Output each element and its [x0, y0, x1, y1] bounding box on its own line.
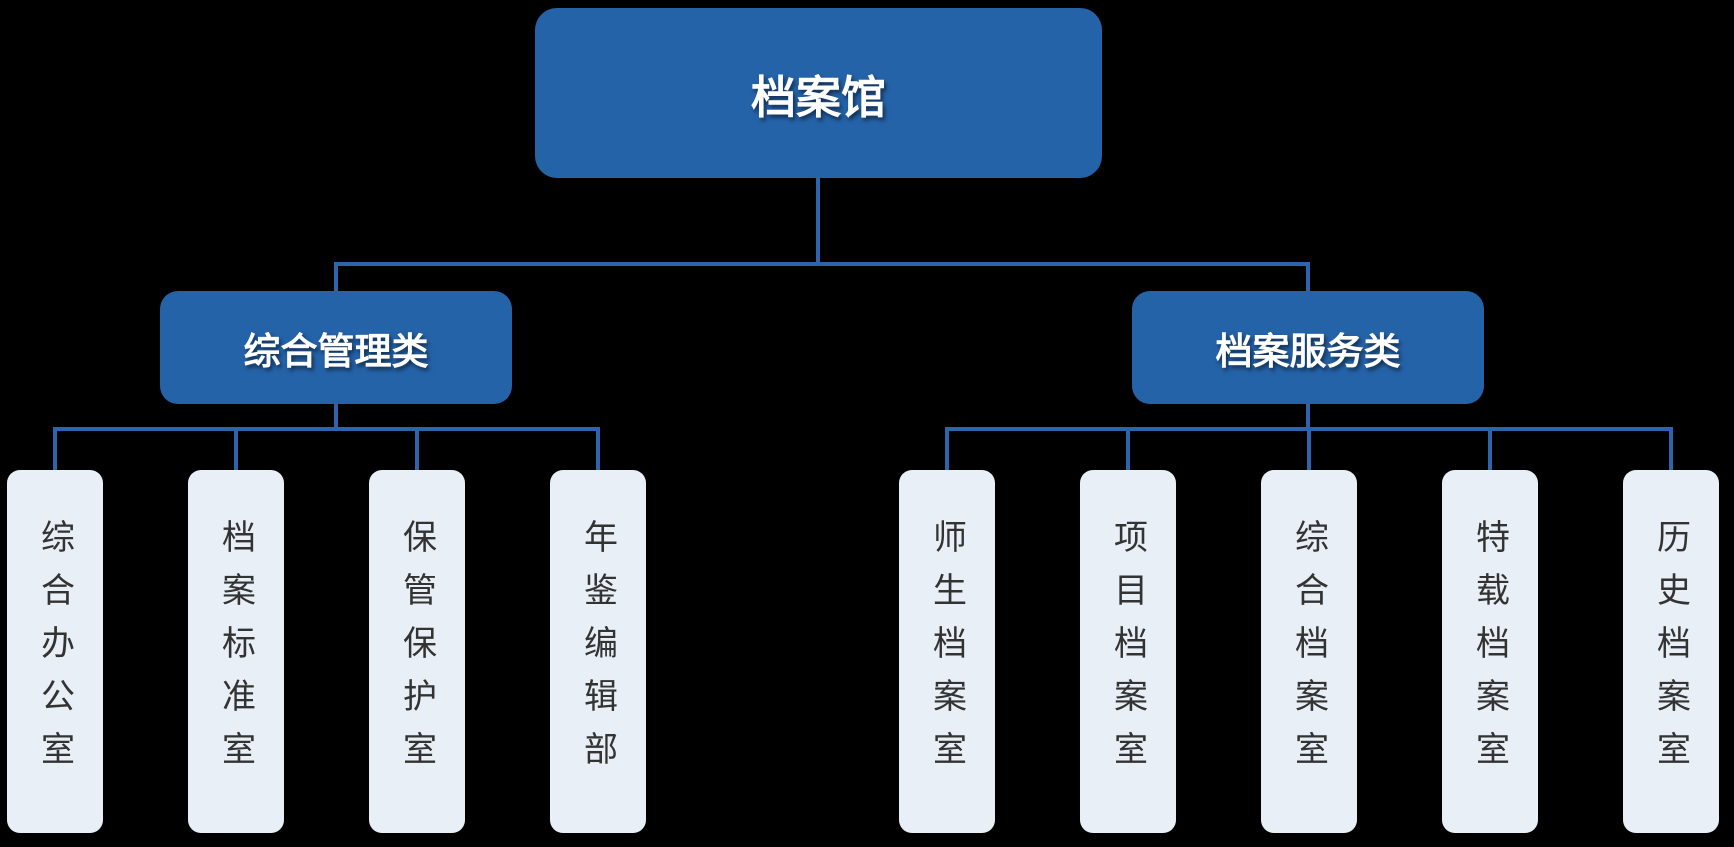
- connector-leaf-drop-7: [1307, 427, 1311, 470]
- leaf-special-archives-room: 特载档案室: [1442, 470, 1538, 833]
- leaf-yearbook-editorial-dept: 年鉴编辑部: [550, 470, 646, 833]
- connector-leaf-drop-8: [1488, 427, 1492, 470]
- leaf-general-office: 综合办公室: [7, 470, 103, 833]
- connector-leaf-drop-3: [415, 427, 419, 470]
- org-node-root: 档案馆: [535, 8, 1102, 178]
- connector-root-drop: [816, 178, 820, 266]
- connector-leaf-drop-1: [53, 427, 57, 470]
- leaf-staff-student-archives-room: 师生档案室: [899, 470, 995, 833]
- leaf-archives-standards-room: 档案标准室: [188, 470, 284, 833]
- connector-level1-rail: [334, 262, 1310, 266]
- connector-leaf-drop-2: [234, 427, 238, 470]
- leaf-preservation-protection-room: 保管保护室: [369, 470, 465, 833]
- leaf-historical-archives-room: 历史档案室: [1623, 470, 1719, 833]
- leaf-general-archives-room: 综合档案室: [1261, 470, 1357, 833]
- connector-branch-left-drop: [334, 262, 338, 291]
- org-node-branch-management: 综合管理类: [160, 291, 512, 404]
- connector-leaf-drop-6: [1126, 427, 1130, 470]
- connector-left-rail: [53, 427, 600, 431]
- connector-right-branch-stem: [1306, 404, 1310, 431]
- connector-leaf-drop-5: [945, 427, 949, 470]
- leaf-project-archives-room: 项目档案室: [1080, 470, 1176, 833]
- connector-leaf-drop-9: [1669, 427, 1673, 470]
- connector-branch-right-drop: [1306, 262, 1310, 291]
- connector-leaf-drop-4: [596, 427, 600, 470]
- org-node-branch-service: 档案服务类: [1132, 291, 1484, 404]
- connector-left-branch-stem: [334, 404, 338, 431]
